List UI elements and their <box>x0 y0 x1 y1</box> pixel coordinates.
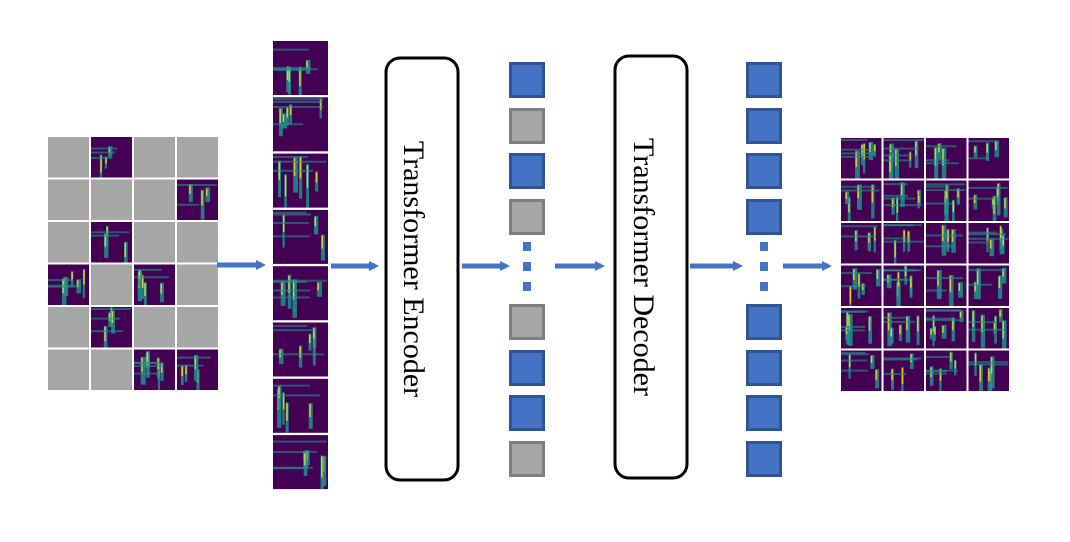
visible-patch <box>177 179 218 220</box>
transformer-encoder-block: Transformer Encoder <box>384 56 460 482</box>
visible-token <box>746 395 782 431</box>
visible-token <box>509 395 545 431</box>
reconstructed-patch <box>883 308 924 349</box>
masked-patch <box>48 179 89 220</box>
masked-patch <box>48 137 89 178</box>
visible-token <box>509 350 545 386</box>
reconstructed-patch <box>841 308 882 349</box>
reconstructed-patch <box>883 180 924 221</box>
reconstructed-patch <box>926 180 967 221</box>
reconstructed-patch <box>841 180 882 221</box>
reconstructed-patch <box>968 180 1009 221</box>
encoder-token-column <box>509 62 545 477</box>
ellipsis-dot <box>760 262 768 271</box>
transformer-encoder-label: Transformer Encoder <box>397 141 430 397</box>
reconstructed-patch <box>883 138 924 179</box>
masked-patch <box>91 264 132 305</box>
reconstructed-spectrogram-grid <box>841 138 1009 391</box>
masked-patch <box>134 222 175 263</box>
reconstructed-patch <box>841 350 882 391</box>
masked-patch <box>48 222 89 263</box>
decoder-token-column <box>746 62 782 477</box>
masked-input-spectrogram-grid <box>48 137 218 390</box>
masked-patch <box>177 137 218 178</box>
visible-token <box>509 153 545 189</box>
visible-patch-item <box>273 97 328 152</box>
visible-patch-item <box>273 266 328 321</box>
transformer-decoder-label: Transformer Decoder <box>627 138 660 396</box>
reconstructed-patch <box>883 223 924 264</box>
visible-patch-item <box>273 209 328 264</box>
ellipsis-dot <box>523 282 531 291</box>
visible-patch <box>177 349 218 390</box>
reconstructed-patch <box>926 223 967 264</box>
reconstructed-patch <box>968 223 1009 264</box>
reconstructed-patch <box>968 265 1009 306</box>
visible-token <box>746 441 782 477</box>
ellipsis-dot <box>760 242 768 251</box>
reconstructed-patch <box>926 350 967 391</box>
transformer-decoder-block: Transformer Decoder <box>613 54 689 480</box>
visible-patch <box>48 264 89 305</box>
masked-patch <box>91 349 132 390</box>
visible-patch <box>134 349 175 390</box>
reconstructed-patch <box>968 308 1009 349</box>
reconstructed-patch <box>968 138 1009 179</box>
masked-patch <box>177 307 218 348</box>
masked-patch <box>134 307 175 348</box>
visible-token <box>746 350 782 386</box>
visible-patch-item <box>273 378 328 433</box>
masked-patch <box>48 307 89 348</box>
ellipsis-dot <box>523 242 531 251</box>
visible-patch-item <box>273 41 328 95</box>
visible-token <box>746 108 782 144</box>
reconstructed-patch <box>841 138 882 179</box>
visible-patch-column <box>273 41 328 490</box>
ellipsis-dot <box>760 282 768 291</box>
mask-token <box>509 108 545 144</box>
masked-patch <box>91 179 132 220</box>
visible-token <box>509 62 545 98</box>
masked-patch <box>177 264 218 305</box>
reconstructed-patch <box>926 308 967 349</box>
visible-patch <box>91 307 132 348</box>
reconstructed-patch <box>841 265 882 306</box>
visible-token <box>746 62 782 98</box>
reconstructed-patch <box>841 223 882 264</box>
masked-patch <box>134 137 175 178</box>
reconstructed-patch <box>883 265 924 306</box>
masked-patch <box>134 179 175 220</box>
masked-patch <box>48 349 89 390</box>
visible-patch <box>91 222 132 263</box>
reconstructed-patch <box>926 138 967 179</box>
visible-token <box>746 199 782 235</box>
mask-token <box>509 441 545 477</box>
visible-patch-item <box>273 153 328 208</box>
reconstructed-patch <box>883 350 924 391</box>
masked-patch <box>177 222 218 263</box>
flow-arrows <box>217 260 832 271</box>
visible-patch <box>134 264 175 305</box>
ellipsis-dot <box>523 262 531 271</box>
visible-patch <box>91 137 132 178</box>
visible-token <box>746 304 782 340</box>
reconstructed-patch <box>926 265 967 306</box>
visible-patch-item <box>273 435 328 490</box>
visible-token <box>746 153 782 189</box>
visible-patch-item <box>273 322 328 377</box>
mask-token <box>509 199 545 235</box>
mask-token <box>509 304 545 340</box>
reconstructed-patch <box>968 350 1009 391</box>
